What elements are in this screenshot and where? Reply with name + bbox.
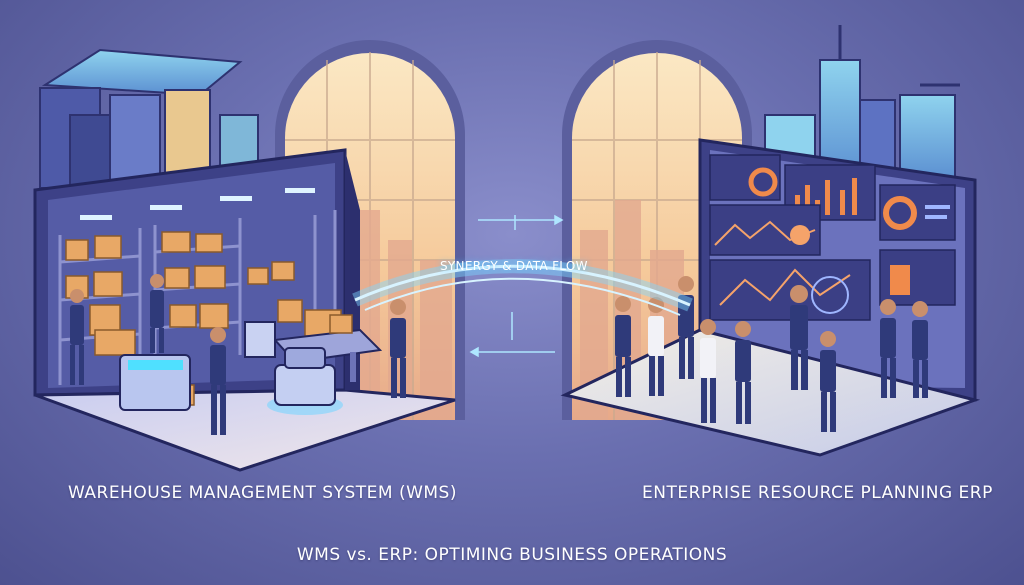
left-skyline <box>39 48 259 191</box>
erp-room <box>560 138 981 457</box>
warehouse-room <box>33 148 456 472</box>
data-flow-bridge <box>352 214 693 358</box>
wms-caption: WAREHOUSE MANAGEMENT SYSTEM (WMS) <box>68 483 457 503</box>
data-flow-label: SYNERGY & DATA FLOW <box>440 259 588 273</box>
erp-caption: ENTERPRISE RESOURCE PLANNING ERP <box>642 483 993 503</box>
headline: WMS vs. ERP: OPTIMING BUSINESS OPERATION… <box>296 545 728 565</box>
